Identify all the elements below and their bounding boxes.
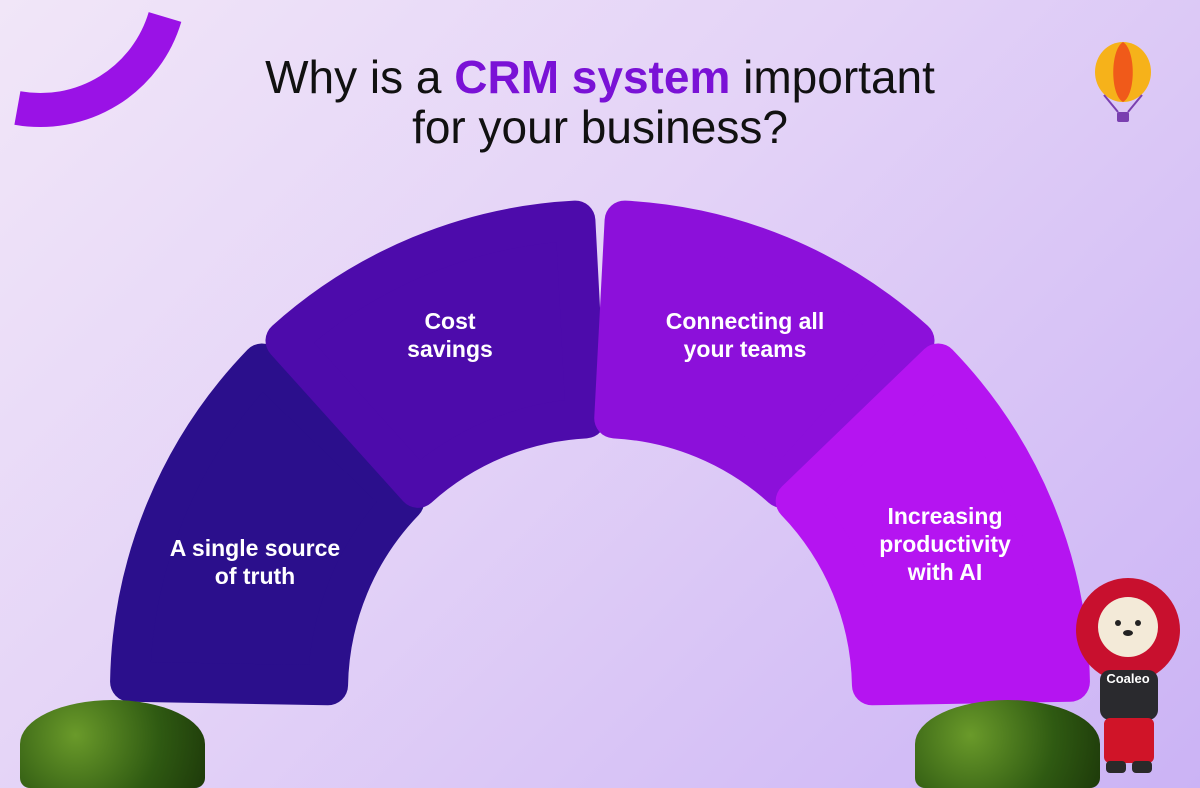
segment-cost-savings <box>265 200 606 508</box>
title-highlight: CRM system <box>454 51 731 103</box>
title-line2: for your business? <box>412 101 788 153</box>
mascot-shirt-text: Coaleo <box>1106 671 1149 686</box>
bush-right <box>915 700 1100 788</box>
title-text: Why is a <box>265 51 455 103</box>
segment-productivity-ai <box>775 343 1090 706</box>
decorative-ring <box>14 11 182 127</box>
lion-mascot: Coaleo <box>1076 578 1180 773</box>
segment-single-source <box>110 343 425 706</box>
page-title: Why is a CRM system important for your b… <box>0 52 1200 152</box>
hot-air-balloon-icon <box>1095 42 1151 122</box>
bush-left <box>20 700 205 788</box>
title-text: important <box>730 51 935 103</box>
segment-connecting-teams <box>594 200 935 508</box>
